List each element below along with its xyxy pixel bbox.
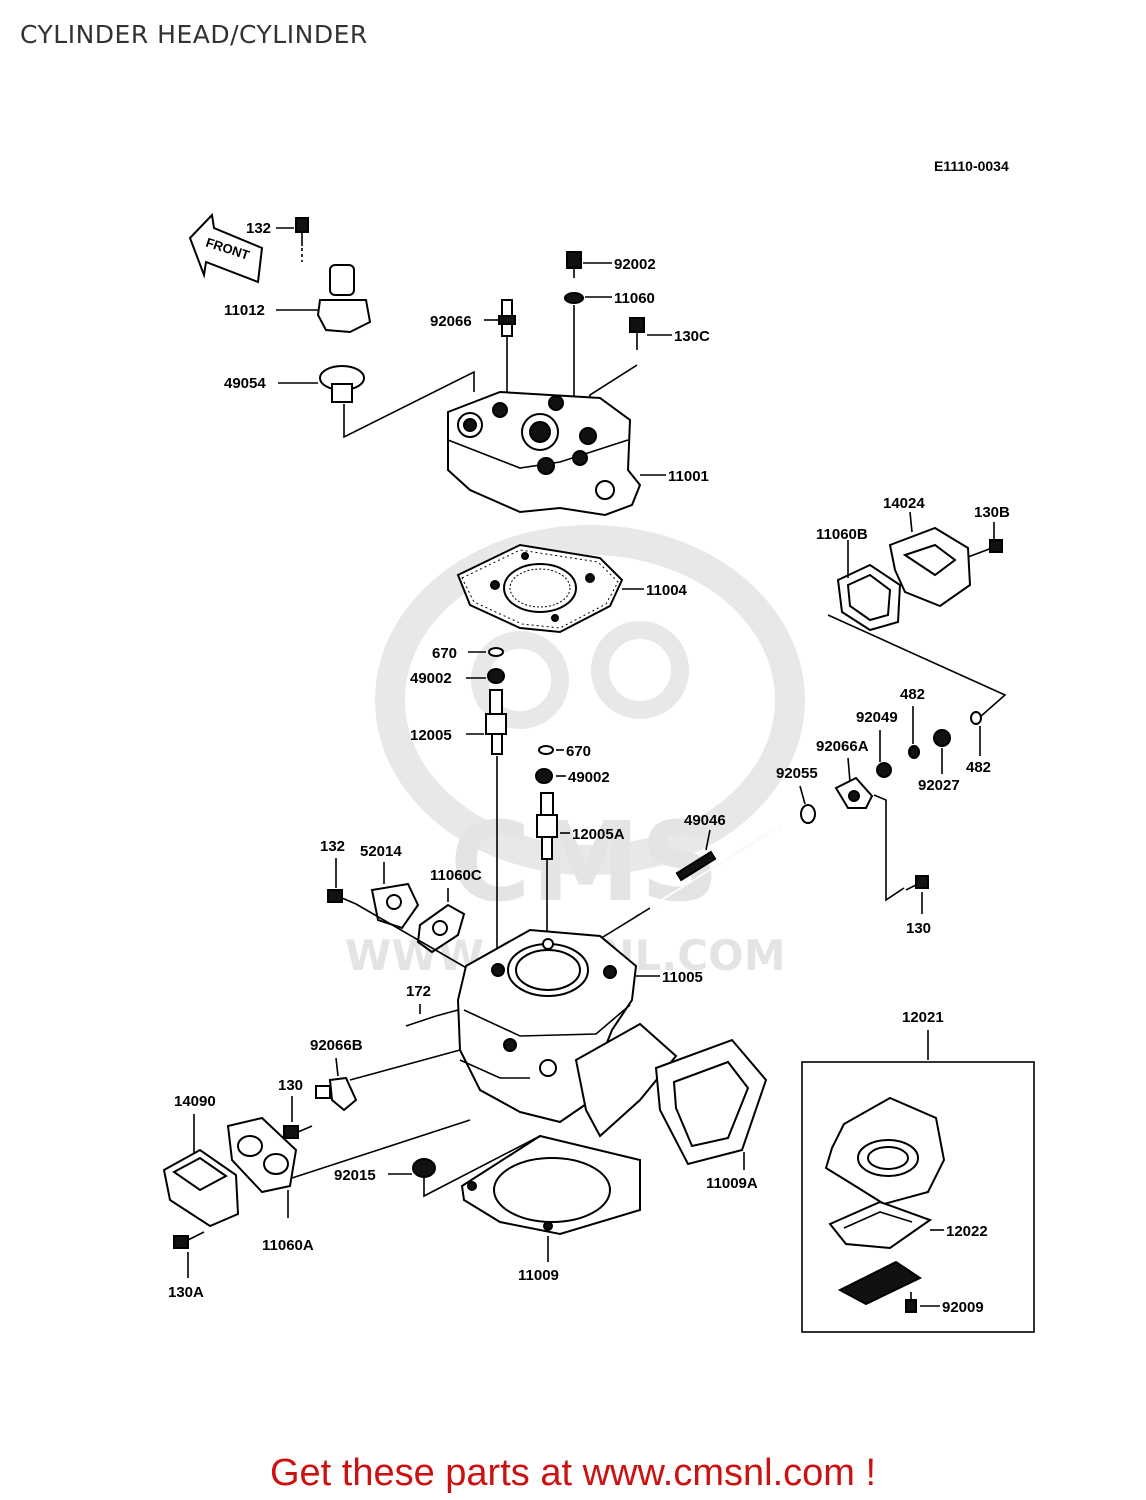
label-12021: 12021: [902, 1009, 944, 1026]
label-92066a: 92066A: [816, 738, 869, 755]
bolt-130-left: [283, 1125, 313, 1139]
head-gasket-11004: [456, 543, 624, 634]
label-11005: 11005: [662, 969, 703, 986]
thermostat-49054: [319, 365, 365, 403]
bolt-130c: [629, 317, 645, 350]
label-11009: 11009: [518, 1267, 559, 1284]
label-92049: 92049: [856, 709, 898, 726]
label-14090: 14090: [174, 1093, 216, 1110]
label-11060b: 11060B: [816, 526, 868, 543]
reed-petal-12022: [828, 1200, 933, 1250]
label-12022: 12022: [946, 1223, 988, 1240]
rod-49046: [651, 825, 781, 907]
page-title: CYLINDER HEAD/CYLINDER: [20, 20, 368, 49]
label-130-left: 130: [278, 1077, 303, 1094]
parts-diagram: CMS WWW.CMSNL.COM FRONT 132 11012 49054 …: [162, 212, 1035, 1333]
fitting-92066: [498, 299, 516, 337]
cylinder-head-11001: [447, 390, 642, 517]
washer-11060: [564, 292, 584, 304]
label-670-a: 670: [432, 645, 457, 662]
label-92009: 92009: [942, 1299, 984, 1316]
screw-92009: [905, 1292, 917, 1313]
label-482-b: 482: [966, 759, 991, 776]
label-49002-a: 49002: [410, 670, 452, 687]
bolt-92002: [566, 251, 582, 278]
bolt-132-left: [327, 889, 357, 905]
label-11004: 11004: [646, 582, 688, 599]
label-132-left: 132: [320, 838, 345, 855]
label-11060c: 11060C: [430, 867, 482, 884]
cap-92027: [933, 729, 951, 747]
oring-670-b: [538, 745, 554, 755]
label-11060a: 11060A: [262, 1237, 314, 1254]
gasket-11009a: [574, 1022, 768, 1166]
label-92066: 92066: [430, 313, 472, 330]
base-gasket-11009: [460, 1134, 641, 1236]
oring-670-a: [488, 647, 504, 657]
gasket-11060c: [416, 903, 466, 954]
reed-stopper: [837, 1260, 923, 1306]
bolt-130-right: [905, 875, 929, 891]
gasket-11060a: [226, 1116, 298, 1194]
thermostat-cap-11012: [316, 264, 372, 334]
label-92055: 92055: [776, 765, 818, 782]
oring-92055: [800, 804, 816, 824]
gasket-11060b: [836, 563, 902, 632]
cover-14024: [888, 526, 972, 608]
reed-assembly-box-12021: [801, 1061, 1035, 1333]
label-49002-b: 49002: [568, 769, 610, 786]
label-11001: 11001: [668, 468, 709, 485]
label-92002: 92002: [614, 256, 656, 273]
label-11060: 11060: [614, 290, 655, 307]
cover-14090: [162, 1148, 240, 1228]
label-49046: 49046: [684, 812, 726, 829]
front-arrow: FRONT: [188, 212, 264, 284]
stud-172: [405, 1015, 437, 1027]
label-52014: 52014: [360, 843, 402, 860]
label-14024: 14024: [883, 495, 925, 512]
bolt-132-top: [295, 217, 309, 246]
label-130-right: 130: [906, 920, 931, 937]
cover-52014: [370, 882, 420, 930]
label-172: 172: [406, 983, 431, 1000]
cap-49002-b: [535, 768, 553, 784]
spark-plug-12005: [485, 689, 507, 755]
bolt-130b: [967, 539, 1003, 558]
label-132-top: 132: [246, 220, 271, 237]
fitting-92066a: [834, 776, 874, 809]
label-12005: 12005: [410, 727, 452, 744]
reed-cage-12021: [824, 1096, 946, 1206]
label-49054: 49054: [224, 375, 266, 392]
fitting-92066b: [315, 1076, 358, 1112]
plug-92049: [876, 762, 892, 778]
label-92066b: 92066B: [310, 1037, 363, 1054]
spark-plug-12005a: [536, 792, 558, 860]
label-130b: 130B: [974, 504, 1010, 521]
label-11012: 11012: [224, 302, 265, 319]
diagram-code: E1110-0034: [934, 158, 1009, 174]
label-130c: 130C: [674, 328, 710, 345]
cap-92015: [412, 1158, 436, 1178]
label-92027: 92027: [918, 777, 960, 794]
label-130a: 130A: [168, 1284, 204, 1301]
washer-482-a: [908, 745, 920, 759]
footer-link[interactable]: Get these parts at www.cmsnl.com !: [269, 1452, 877, 1494]
watermark-brand: CMS: [450, 798, 719, 926]
label-482-a: 482: [900, 686, 925, 703]
label-92015: 92015: [334, 1167, 376, 1184]
label-12005a: 12005A: [572, 826, 625, 843]
bolt-130a: [173, 1231, 205, 1249]
cap-49002-a: [487, 668, 505, 684]
washer-482-b: [970, 711, 982, 725]
label-670-b: 670: [566, 743, 591, 760]
label-11009a: 11009A: [706, 1175, 758, 1192]
